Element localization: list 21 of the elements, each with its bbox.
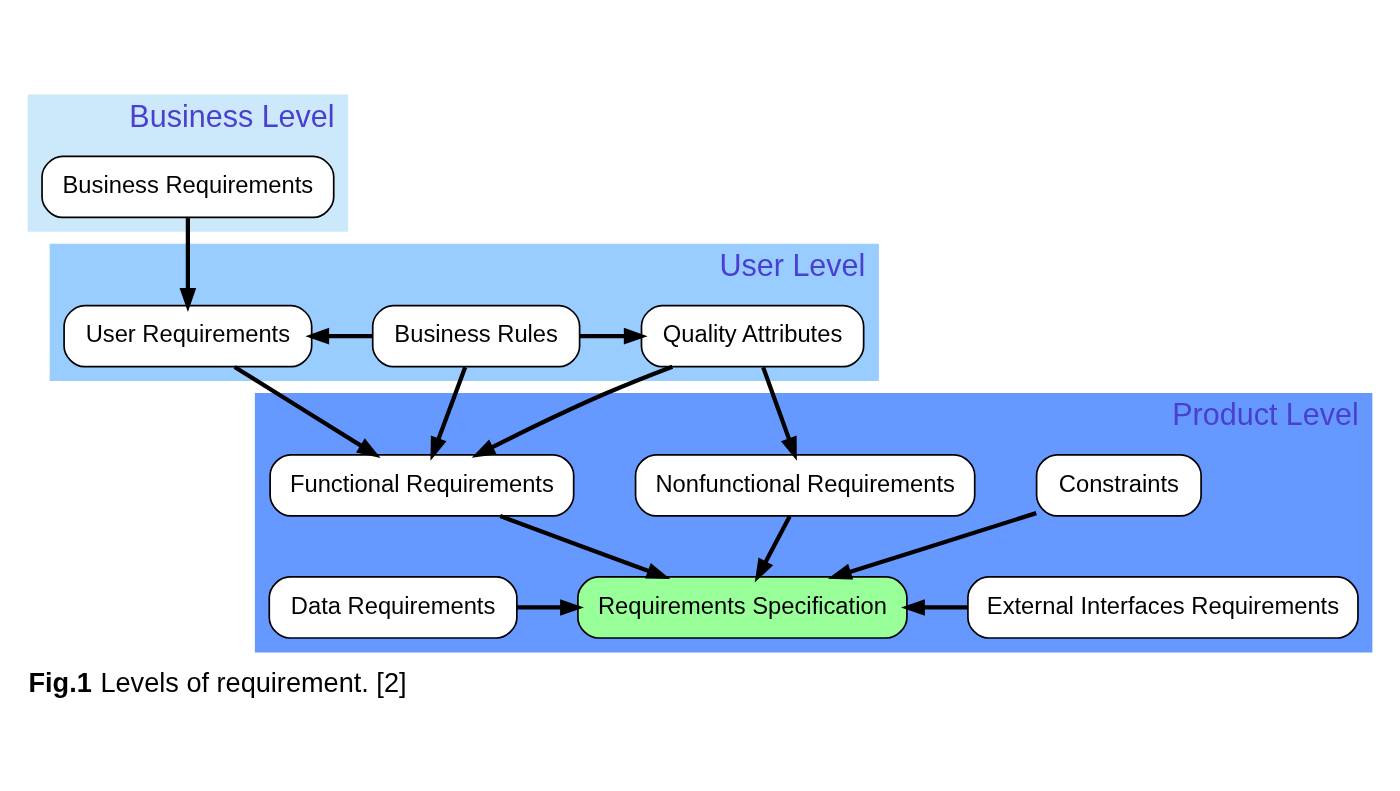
arrow xyxy=(305,327,373,345)
node-box: User Requirements xyxy=(63,304,313,368)
node-box: Constraints xyxy=(1035,454,1202,517)
arrow xyxy=(233,365,381,458)
node-box: External Interfaces Requirements xyxy=(967,576,1359,639)
arrow xyxy=(179,218,197,312)
node-box: Business Rules xyxy=(371,304,581,368)
node-box: Quality Attributes xyxy=(640,304,865,368)
arrow xyxy=(827,511,1037,580)
caption: Fig.1 Levels of requirement. [2] xyxy=(28,666,407,698)
node-box: Requirements Specification xyxy=(577,576,908,639)
arrow xyxy=(517,599,584,616)
node-box: Data Requirements xyxy=(268,576,518,639)
node-box: Business Requirements xyxy=(41,155,335,219)
arrow xyxy=(754,515,792,583)
arrow xyxy=(499,514,671,580)
arrow xyxy=(471,364,674,458)
arrow xyxy=(579,327,648,345)
node-box: Nonfunctional Requirements xyxy=(634,454,976,517)
arrow xyxy=(901,599,968,616)
node-box: Functional Requirements xyxy=(269,454,575,517)
